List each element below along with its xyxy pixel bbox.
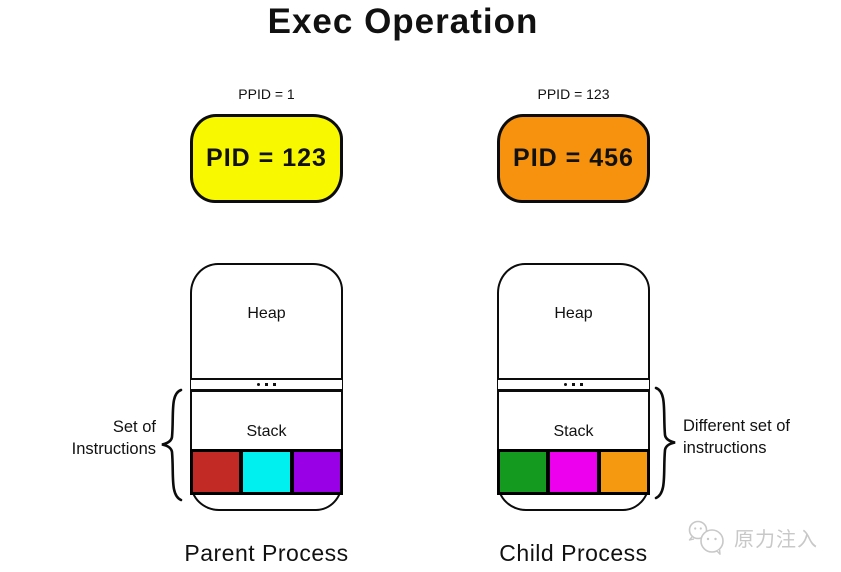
annotation-line: Instructions — [71, 440, 156, 458]
parent-process-caption: Parent Process — [184, 540, 349, 566]
ellipsis-icon — [564, 383, 583, 386]
parent-stack-label: Stack — [246, 423, 287, 440]
child-process-caption: Child Process — [499, 540, 648, 566]
child-pid-label: PID = 456 — [513, 144, 634, 172]
right-brace-icon — [654, 386, 676, 500]
stack-block — [597, 449, 650, 495]
parent-stack-annotation: Set of Instructions — [20, 416, 156, 460]
child-ppid-label: PPID = 123 — [537, 86, 610, 102]
diagram-title: Exec Operation — [267, 2, 539, 41]
chat-faces-icon — [688, 520, 724, 555]
watermark: 原力注入 — [686, 519, 818, 555]
stack-block — [497, 449, 550, 495]
parent-pid-label: PID = 123 — [206, 144, 327, 172]
parent-ppid-label: PPID = 1 — [238, 86, 295, 102]
child-pid-box: PID = 456 — [497, 114, 650, 203]
child-stack-label: Stack — [553, 423, 594, 440]
parent-heap-label: Heap — [247, 305, 286, 322]
watermark-text: 原力注入 — [734, 528, 818, 551]
stack-block — [290, 449, 343, 495]
annotation-line: instructions — [683, 439, 767, 457]
stack-block — [240, 449, 293, 495]
parent-heap-stack-divider — [191, 378, 342, 392]
parent-process-container: Heap Stack — [190, 263, 343, 511]
child-stack-annotation: Different set of instructions — [683, 415, 833, 459]
left-brace-icon — [161, 388, 183, 502]
child-heap-label: Heap — [554, 305, 593, 322]
parent-stack-blocks — [190, 449, 343, 495]
child-process-container: Heap Stack — [497, 263, 650, 511]
stack-block — [547, 449, 600, 495]
ellipsis-icon — [257, 383, 276, 386]
child-stack-blocks — [497, 449, 650, 495]
annotation-line: Set of — [112, 418, 156, 436]
child-heap-stack-divider — [498, 378, 649, 392]
stack-block — [190, 449, 243, 495]
annotation-line: Different set of — [683, 417, 791, 435]
parent-pid-box: PID = 123 — [190, 114, 343, 203]
